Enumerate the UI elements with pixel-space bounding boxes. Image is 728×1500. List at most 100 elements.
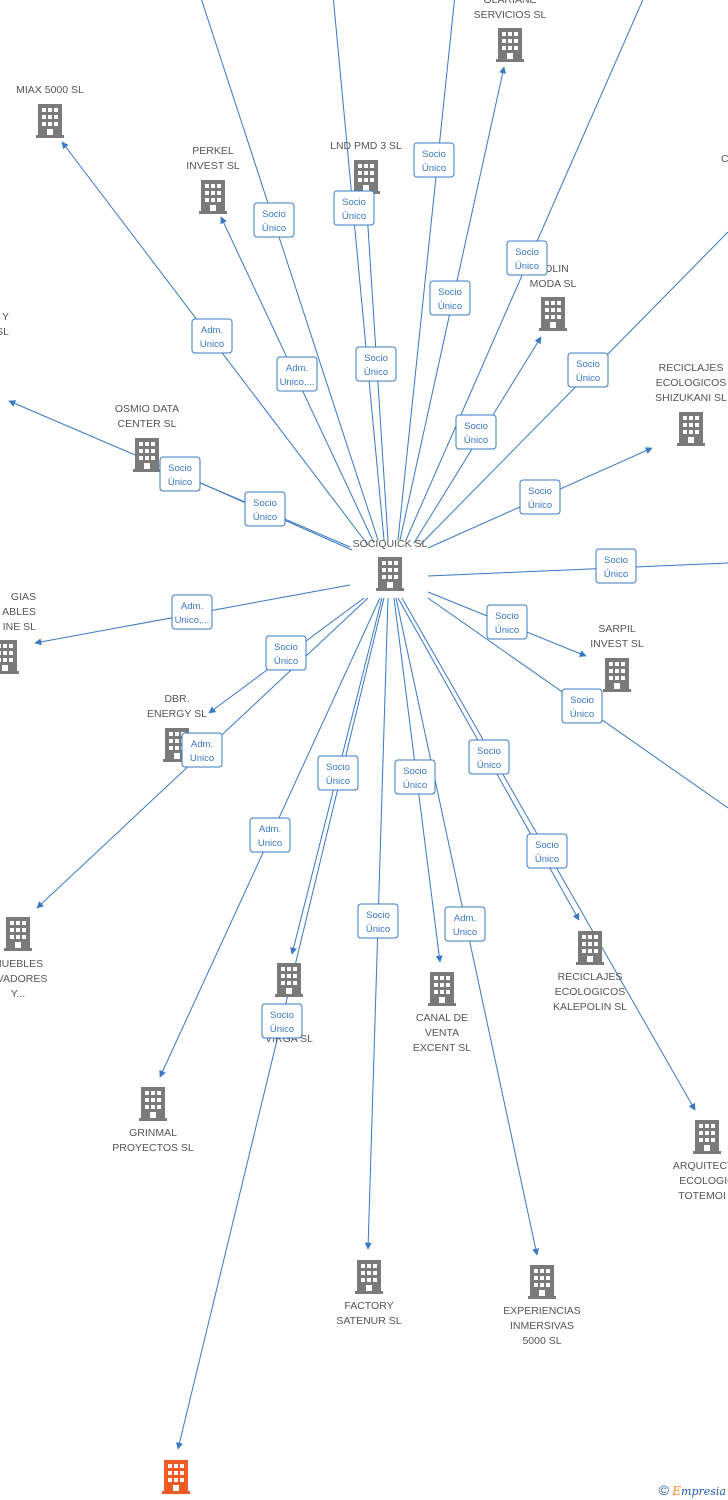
edge-label-box bbox=[506, 240, 548, 276]
company-name-line: ECOLOGICOS bbox=[555, 986, 626, 998]
edge-label-box bbox=[261, 1003, 303, 1039]
building-icon bbox=[139, 1087, 167, 1121]
edge-label-inmuebles[interactable]: Adm.Unico bbox=[181, 732, 223, 768]
company-node-dbr[interactable]: DBR.ENERGY SL bbox=[147, 693, 207, 762]
company-name-line: RECICLAJES bbox=[558, 971, 623, 983]
edge-label-line: Único bbox=[438, 301, 462, 312]
edge-label-box bbox=[191, 318, 233, 354]
edge-olariane bbox=[397, 0, 455, 541]
empresia-credit[interactable]: © Empresia bbox=[659, 1482, 726, 1498]
edge-label-energias[interactable]: Adm.Unico,... bbox=[171, 594, 213, 630]
company-name-line: CENTER SL bbox=[118, 418, 177, 430]
edge-label-box bbox=[444, 906, 486, 942]
company-name-line: INVEST SL bbox=[590, 638, 644, 650]
edge-label-line: Socio bbox=[528, 486, 552, 497]
company-node-totemoi[interactable]: ARQUITECTUECOLOGICTOTEMOI S bbox=[673, 1120, 728, 1202]
company-name-line: OSMIO DATA bbox=[115, 403, 179, 415]
edge-rt2 bbox=[419, 231, 728, 546]
edge-label-line: Único bbox=[604, 569, 628, 580]
company-name-line: C bbox=[721, 153, 728, 165]
edge-label-line: Único bbox=[477, 760, 501, 771]
edge-label-box bbox=[455, 414, 497, 450]
company-name-line: SARPIL bbox=[598, 623, 636, 635]
edge-label-experiencias[interactable]: Adm.Unico bbox=[444, 906, 486, 942]
company-name-line: VENTA bbox=[425, 1027, 459, 1039]
building-icon bbox=[133, 438, 161, 472]
edge-label-line: Único bbox=[422, 163, 446, 174]
company-name-line: SATENUR SL bbox=[336, 1315, 401, 1327]
edge-label-grinmal[interactable]: Adm.Unico bbox=[249, 817, 291, 853]
company-node-osmio[interactable]: OSMIO DATA CENTER SL bbox=[115, 403, 179, 472]
company-node-factory[interactable]: FACTORY SATENUR SL bbox=[336, 1260, 402, 1327]
company-node-miax[interactable]: MIAX 5000 SL bbox=[16, 84, 84, 138]
building-icon bbox=[539, 297, 567, 331]
edge-label-line: Socio bbox=[438, 287, 462, 298]
company-name-line: 5000 SL bbox=[522, 1335, 561, 1347]
edge-label-line: Unico,... bbox=[175, 615, 210, 626]
building-icon bbox=[603, 658, 631, 692]
edge-label-line: Socio bbox=[403, 766, 427, 777]
company-node-orange[interactable] bbox=[162, 1460, 190, 1494]
company-name-line: GIAS bbox=[11, 591, 36, 603]
company-name-line: FACTORY bbox=[344, 1300, 393, 1312]
company-node-sociquick[interactable]: SOCIQUICK SL bbox=[353, 538, 428, 591]
edge-label-box bbox=[394, 759, 436, 795]
edge-label-perkel[interactable]: Adm.Unico,... bbox=[276, 356, 318, 392]
edge-label-box bbox=[181, 732, 223, 768]
edge-label-line: Unico bbox=[258, 838, 282, 849]
edge-label-box bbox=[249, 817, 291, 853]
edge-label-miax[interactable]: Adm.Unico bbox=[191, 318, 233, 354]
company-name-line: ARQUITECTU bbox=[673, 1160, 728, 1172]
building-icon bbox=[275, 963, 303, 997]
edge-label-line: Unico,... bbox=[280, 377, 315, 388]
company-name-line: ABLES bbox=[2, 606, 36, 618]
edge-label-line: Único bbox=[464, 435, 488, 446]
company-node-inmuebles[interactable]: MUEBLESOVADORESY... bbox=[0, 917, 47, 1000]
edge-label-line: Socio bbox=[576, 359, 600, 370]
edge-label-line: Adm. bbox=[191, 739, 213, 750]
edge-label-line: Socio bbox=[364, 353, 388, 364]
company-name-line: Y... bbox=[11, 988, 25, 1000]
company-node-sarpil[interactable]: SARPIL INVEST SL bbox=[590, 623, 644, 692]
company-name-line: PROYECTOS SL bbox=[112, 1142, 194, 1154]
company-name-line: MUEBLES bbox=[0, 958, 43, 970]
building-icon bbox=[355, 1260, 383, 1294]
edge-label-line: Único bbox=[403, 780, 427, 791]
company-name-line: PERKEL bbox=[192, 145, 234, 157]
edge-label-line: Único bbox=[326, 776, 350, 787]
company-node-left_top[interactable]: YSL bbox=[0, 311, 9, 338]
company-node-right_top[interactable]: C bbox=[721, 153, 728, 165]
company-node-lnd[interactable]: LND PMD 3 SL bbox=[330, 140, 402, 194]
edge-label-line: Socio bbox=[570, 695, 594, 706]
edge-label-line: Socio bbox=[604, 555, 628, 566]
